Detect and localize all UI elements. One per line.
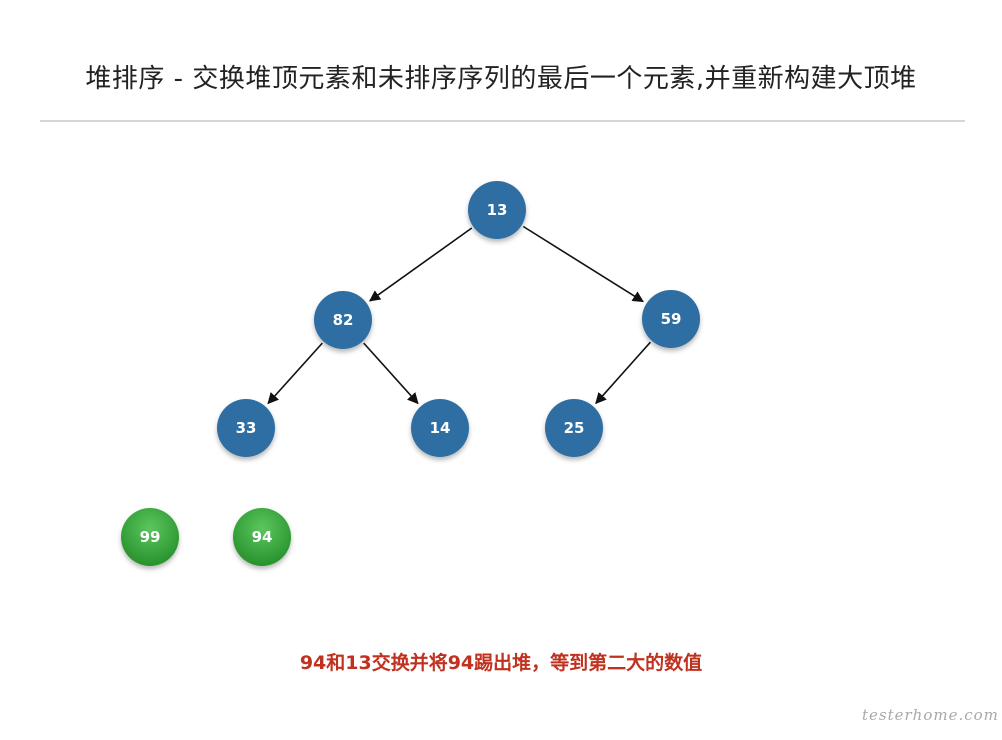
heap-node-82: 82 — [314, 291, 372, 349]
edge-n13-n59 — [522, 225, 644, 303]
heap-node-label: 13 — [487, 201, 508, 219]
sorted-node-94: 94 — [233, 508, 291, 566]
edge-n59-n25 — [595, 341, 651, 405]
edge-n13-n82 — [368, 227, 473, 302]
heap-node-circle — [545, 399, 603, 457]
sorted-node-label: 99 — [140, 528, 161, 546]
nodes-layer: 13 82 59 33 14 25 99 94 — [121, 181, 700, 566]
heap-node-circle — [468, 181, 526, 239]
edge-n82-n14 — [363, 342, 419, 405]
heap-node-label: 33 — [236, 419, 257, 437]
sorted-node-99: 99 — [121, 508, 179, 566]
heap-node-circle — [642, 290, 700, 348]
heap-node-label: 25 — [564, 419, 585, 437]
heap-node-circle — [411, 399, 469, 457]
heap-node-14: 14 — [411, 399, 469, 457]
heap-node-59: 59 — [642, 290, 700, 348]
edges-layer — [267, 225, 651, 405]
heap-node-label: 59 — [661, 310, 682, 328]
heap-node-circle — [217, 399, 275, 457]
sorted-node-label: 94 — [252, 528, 273, 546]
heap-node-25: 25 — [545, 399, 603, 457]
heap-node-label: 14 — [430, 419, 451, 437]
heap-node-33: 33 — [217, 399, 275, 457]
watermark: testerhome.com — [862, 706, 999, 724]
heap-node-circle — [314, 291, 372, 349]
edge-n82-n33 — [267, 342, 323, 405]
sorted-node-circle — [233, 508, 291, 566]
title-divider — [40, 120, 965, 122]
page-title: 堆排序 - 交换堆顶元素和未排序序列的最后一个元素,并重新构建大顶堆 — [85, 64, 917, 94]
heap-node-13: 13 — [468, 181, 526, 239]
caption-text: 94和13交换并将94踢出堆，等到第二大的数值 — [299, 652, 703, 674]
heap-node-label: 82 — [333, 311, 354, 329]
sorted-node-circle — [121, 508, 179, 566]
